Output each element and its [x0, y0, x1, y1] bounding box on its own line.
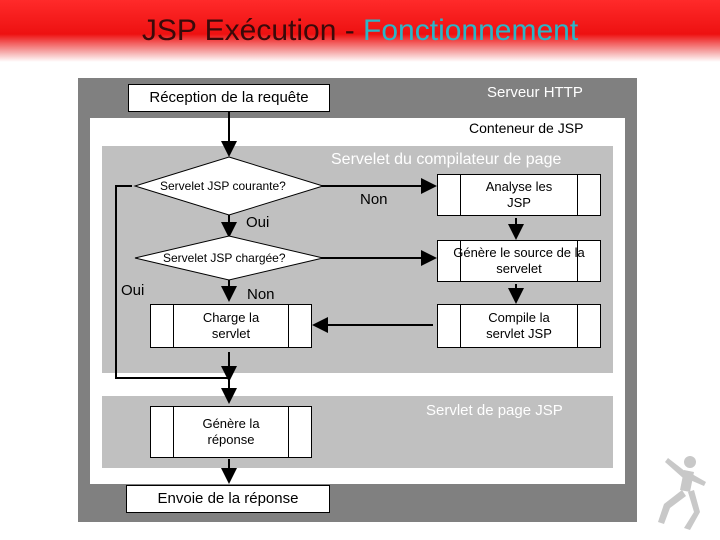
- title-main: JSP Exécution -: [141, 14, 364, 47]
- decision-current-text: Servelet JSP courante?: [160, 179, 286, 193]
- generate-response-box: Génère la réponse: [150, 406, 312, 458]
- generate-source-box: Génère le source de la servelet: [437, 240, 601, 282]
- jsp-page-servlet-label: Servlet de page JSP: [426, 402, 563, 419]
- jumping-figure-logo: [658, 456, 706, 530]
- send-response-box: Envoie de la réponse: [126, 485, 330, 513]
- branch-yes-1: Oui: [246, 214, 270, 231]
- load-servlet-box: Charge la servlet: [150, 304, 312, 348]
- branch-no-1: Non: [360, 191, 388, 208]
- http-server-label: Serveur HTTP: [487, 84, 583, 101]
- analyze-jsp-box: Analyse les JSP: [437, 174, 601, 216]
- decision-loaded: [134, 235, 324, 281]
- slide-title: JSP Exécution - Fonctionnement: [0, 14, 720, 48]
- page-compiler-label: Servelet du compilateur de page: [331, 151, 562, 168]
- branch-no-2: Non: [247, 286, 275, 303]
- decision-current: [133, 156, 325, 216]
- branch-yes-2: Oui: [121, 282, 145, 299]
- reception-box: Réception de la requête: [128, 84, 330, 112]
- compile-servlet-box: Compile la servlet JSP: [437, 304, 601, 348]
- title-highlight: Fonctionnement: [363, 14, 579, 47]
- decision-loaded-text: Servelet JSP chargée?: [163, 251, 286, 265]
- title-band: [0, 0, 720, 62]
- jsp-container-label: Conteneur de JSP: [469, 120, 584, 136]
